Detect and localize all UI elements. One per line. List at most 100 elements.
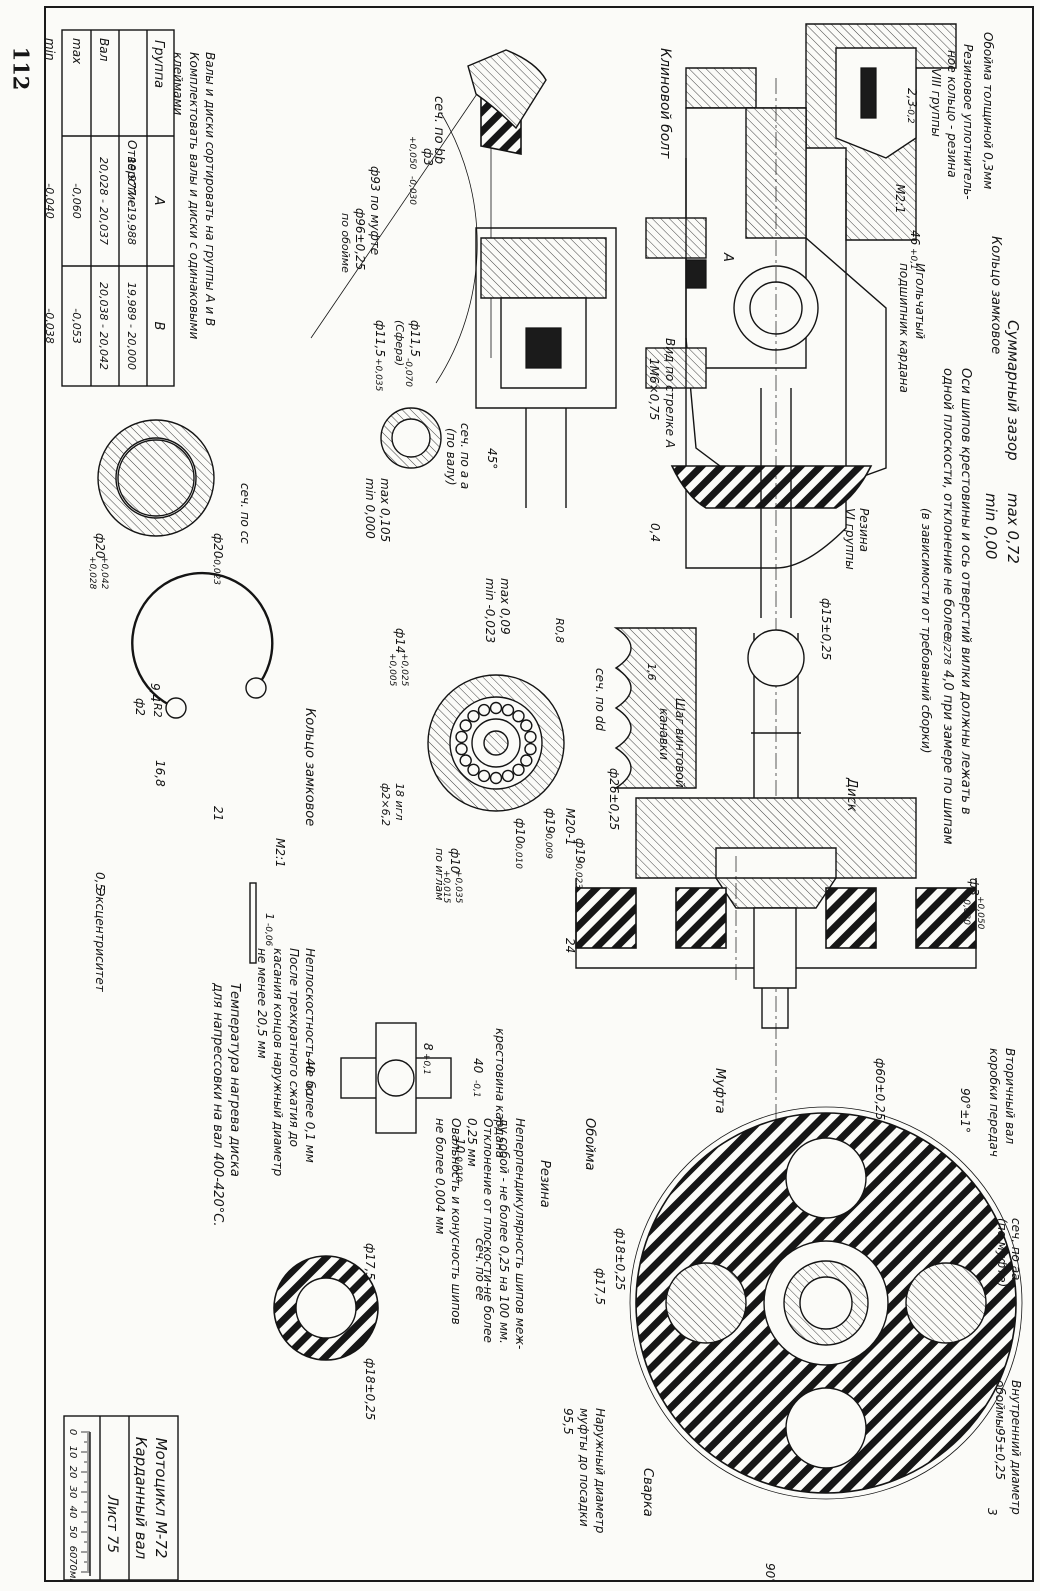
label-rubber-vi-2: VI группы <box>843 508 857 570</box>
label-cross-title: крестовина кардана <box>493 1028 507 1158</box>
dim-d16: 1,6 <box>645 663 658 681</box>
lock-ring-detail: Кольцо замковое 9,4 R2 ф2 16,8 21 М2:1 0… <box>93 571 317 993</box>
title-block-title: Мотоцикл М-72 <box>152 1438 170 1559</box>
dim-max-009: max 0,09 <box>498 578 512 635</box>
section-bb-label: сеч. по bb <box>431 96 446 164</box>
dim-d3-bb-tol-dn: -0,030 <box>407 176 417 205</box>
dim-d40-b: 40 <box>471 1058 485 1074</box>
section-cc: сеч. по сс ф20 +0,042 +0,028 ф20 -0,023 <box>87 419 252 590</box>
table-cell-shaft-a: 20,028 - 20,037 <box>97 157 110 245</box>
dim-d10-tol-a: ф10 <box>448 848 462 874</box>
dim-d26: ф26±0,25 <box>607 768 621 830</box>
table-cell-shaft-b: 20,038 - 20,042 <box>97 282 110 370</box>
sorting-note-1: Валы и диски сортировать на группы А и В <box>203 52 217 326</box>
title-block-sheet: Лист 75 <box>104 1494 120 1553</box>
table-cell-hole-a: 19,977 - 19,988 <box>125 157 138 245</box>
table-cell-max-a: -0,060 <box>70 183 83 218</box>
cross-spider: крестовина кардана 40 -0,1 40 -0,1 8 +0,… <box>303 1022 507 1182</box>
dim-d14-tol-a: +0,025 <box>399 653 409 687</box>
dim-d9-4: 9,4 <box>148 683 162 702</box>
dim-d1-tol: -0,06 <box>263 923 273 947</box>
scale-label-5: 50 <box>67 1526 78 1539</box>
dim-groove-2: ф2×6,2 <box>379 783 392 826</box>
label-inner-dia-3: 95±0,25 <box>993 1428 1007 1480</box>
dim-d3-bb: ф3 <box>421 148 435 166</box>
dim-d46-tol: +0,1 <box>908 248 918 270</box>
dim-d15: ф15±0,25 <box>819 598 833 660</box>
section-cc-label: сеч. по сс <box>238 483 252 544</box>
section-aa-shaft: сеч. по а а (по валу) ф11,5 -0,070 (Сфер… <box>363 320 472 542</box>
dim-d20-dn: ф20 <box>211 533 225 559</box>
dim-d10-tol-b: +0,035 <box>453 870 463 904</box>
axes-rule-fraction: 8/278 <box>941 636 952 665</box>
view-a: Вид по стрелке А 1М6×0,75 45° <box>475 227 677 508</box>
table-cell-min-a: -0,040 <box>46 183 56 218</box>
label-thread: 1М6×0,75 <box>647 358 661 420</box>
dim-d19-a-tol: -0,009 <box>543 830 553 859</box>
needle-roller <box>524 730 537 744</box>
main-assembly: Обойма толщиной 0,3мм Резиновое уплотнит… <box>563 23 1017 1238</box>
dim-sphere: (Сфера) <box>393 320 406 366</box>
dim-d3-small: 3 <box>985 1508 999 1516</box>
scale-bar: 0 10 20 30 40 50 60 70мм <box>67 1429 91 1580</box>
label-secondary-shaft-1: Вторичный вал <box>1003 1048 1017 1144</box>
dim-d10-tol-d: по иглам <box>433 848 446 900</box>
needle-roller <box>489 701 503 715</box>
dim-d20-up-tol-a: +0,042 <box>99 556 109 590</box>
dim-d21: 21 <box>211 806 225 821</box>
dim-d24: 24 <box>563 938 577 953</box>
total-gap-min: min 0,00 <box>982 493 1000 559</box>
dim-d14-tol-b: +0,005 <box>387 653 397 687</box>
dim-d10-cross-tol: -0,010 <box>453 1153 463 1182</box>
dim-angle-90-11: 90°±1° <box>958 1088 972 1133</box>
dim-d11-5: ф11,5 <box>408 320 422 357</box>
label-needle-1: Игольчатый <box>913 263 927 339</box>
perpendicular-note-6: не более 0,004 мм <box>433 1118 447 1234</box>
scale-label-3: 30 <box>67 1486 78 1499</box>
label-eccentricity: Эксцентриситет <box>93 887 107 993</box>
dim-d3-right-tol-b: -0,030 <box>961 896 971 925</box>
label-seal-1: Резиновое уплотнитель- <box>961 44 975 200</box>
page-number-text: 112 <box>8 46 34 90</box>
table-cell-shaft: Вал <box>97 38 111 62</box>
dim-d10-tol-c: +0,015 <box>441 870 451 904</box>
needle-roller <box>467 763 480 777</box>
groove-profile: 0,4 R0,8 1,6 ф26±0,25 Шаг винтовой канав… <box>553 523 697 830</box>
label-screw-groove-1: Шаг винтовой <box>673 698 687 788</box>
flatness-note-4: не менее 20,5 мм <box>255 948 269 1059</box>
label-disk: Диск <box>844 777 859 812</box>
dim-d19-a: ф19 <box>543 808 557 834</box>
perpendicular-note-3: Отклонение от плоскости-не более <box>481 1118 495 1343</box>
needle-roller <box>467 709 480 723</box>
dim-m20-1: М20-1 <box>563 808 577 846</box>
label-seal-2: ное кольцо - резина <box>945 50 959 178</box>
label-rubber: Резина <box>537 1160 552 1208</box>
dim-d60: ф60±0,25 <box>873 1058 887 1120</box>
perpendicular-note-4: 0,25 мм <box>465 1118 479 1167</box>
needle-roller <box>520 719 533 732</box>
dim-d11-5-b: ф11,5 <box>373 320 387 357</box>
dim-d96-sub: по обойме <box>339 213 352 273</box>
section-aa-shaft-label: сеч. по а а <box>458 423 472 489</box>
dim-d2-3: 2,3 <box>905 88 919 107</box>
dim-d18-cpl: ф18±0,25 <box>613 1228 627 1290</box>
dim-d2-3-tol: -0,2 <box>905 106 915 124</box>
dim-d20-up-tol-b: +0,028 <box>87 556 97 590</box>
dim-d3-bb-tol-up: +0,050 <box>407 136 417 170</box>
drawing-sheet: Мотоцикл М-72 Карданный вал Лист 75 0 10… <box>44 6 1034 1582</box>
sorting-note-3: клеймами <box>171 52 185 116</box>
scale-label-6: 60 <box>67 1546 78 1559</box>
dim-d11-5-tol: -0,070 <box>403 358 413 387</box>
dim-d93: ф93 по муфте <box>368 166 382 255</box>
dim-d2: ф2 <box>133 698 147 716</box>
dim-min-0000: min 0,000 <box>363 478 377 539</box>
dim-d8-tol: +0,1 <box>421 1053 431 1075</box>
label-welding: Сварка <box>640 1468 655 1517</box>
section-dd-label: сеч. по dd <box>593 668 607 731</box>
table-cell-max-b: -0,053 <box>70 308 83 343</box>
drawing-content: Мотоцикл М-72 Карданный вал Лист 75 0 10… <box>46 23 1023 1580</box>
dim-groove-1: 18 игл <box>393 783 406 820</box>
table-cell-hole-b: 19,989 - 20,000 <box>125 282 138 370</box>
label-casing: Обойма <box>582 1118 597 1170</box>
needle-roller <box>512 709 525 723</box>
